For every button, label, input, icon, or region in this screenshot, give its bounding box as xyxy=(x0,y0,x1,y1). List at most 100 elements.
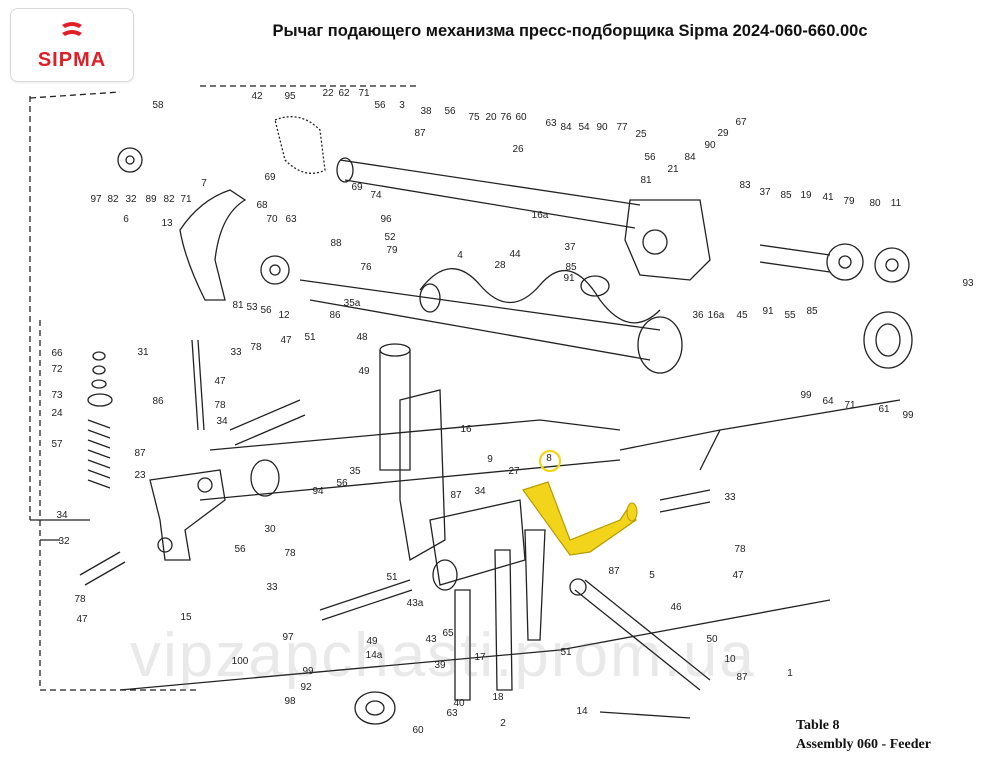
part-label: 15 xyxy=(180,612,192,623)
part-label: 84 xyxy=(560,122,572,133)
part-label: 82 xyxy=(163,194,175,205)
part-label: 34 xyxy=(474,486,486,497)
part-label: 75 xyxy=(468,112,480,123)
part-label: 56 xyxy=(260,305,272,316)
part-label: 52 xyxy=(384,232,396,243)
part-label: 8 xyxy=(546,453,552,464)
sipma-logo-text: SIPMA xyxy=(37,49,107,71)
part-label: 6 xyxy=(123,214,129,225)
part-label: 88 xyxy=(330,238,342,249)
part-label: 92 xyxy=(300,682,312,693)
part-label: 16a xyxy=(708,310,725,321)
part-label: 77 xyxy=(616,122,628,133)
table-number: Table 8 xyxy=(796,718,840,733)
part-label: 51 xyxy=(304,332,316,343)
part-label: 95 xyxy=(284,91,296,102)
part-label: 87 xyxy=(450,490,462,501)
part-label: 47 xyxy=(732,570,744,581)
part-label: 86 xyxy=(152,396,164,407)
part-label: 87 xyxy=(736,672,748,683)
part-label: 12 xyxy=(278,310,290,321)
part-label: 85 xyxy=(565,262,577,273)
part-label: 30 xyxy=(264,524,276,535)
part-label: 19 xyxy=(800,190,812,201)
part-label: 13 xyxy=(161,218,173,229)
part-label: 24 xyxy=(51,408,63,419)
part-label: 35a xyxy=(344,298,361,309)
part-label: 25 xyxy=(635,129,647,140)
part-label: 66 xyxy=(51,348,63,359)
part-label: 38 xyxy=(420,106,432,117)
part-label: 23 xyxy=(134,470,146,481)
assembly-name: Assembly 060 - Feeder xyxy=(796,737,931,752)
part-label: 84 xyxy=(684,152,696,163)
part-label: 81 xyxy=(640,175,652,186)
part-label: 79 xyxy=(843,196,855,207)
part-label: 69 xyxy=(351,182,363,193)
part-label: 1 xyxy=(787,668,793,679)
part-label: 43 xyxy=(425,634,437,645)
part-label: 28 xyxy=(494,260,506,271)
part-label: 99 xyxy=(800,390,812,401)
part-label: 67 xyxy=(735,117,747,128)
part-label: 87 xyxy=(134,448,146,459)
part-label: 16a xyxy=(532,210,549,221)
part-label: 72 xyxy=(51,364,63,375)
part-label: 81 xyxy=(232,300,244,311)
part-label: 63 xyxy=(446,708,458,719)
part-label: 42 xyxy=(251,91,263,102)
watermark: vipzapchasti.prom.ua xyxy=(130,621,756,690)
part-label: 44 xyxy=(509,249,521,260)
part-label: 45 xyxy=(736,310,748,321)
highlighted-part-8[interactable] xyxy=(522,449,638,556)
part-label: 71 xyxy=(358,88,370,99)
part-label: 56 xyxy=(336,478,348,489)
part-label: 47 xyxy=(280,335,292,346)
part-label: 37 xyxy=(759,187,771,198)
part-label: 49 xyxy=(358,366,370,377)
part-label: 26 xyxy=(512,144,524,155)
part-label: 63 xyxy=(545,118,557,129)
part-label: 85 xyxy=(780,190,792,201)
part-label: 2 xyxy=(500,718,506,729)
part-label: 60 xyxy=(412,725,424,736)
part-label: 18 xyxy=(492,692,504,703)
part-label: 79 xyxy=(386,245,398,256)
part-label: 55 xyxy=(784,310,796,321)
part-label: 22 xyxy=(322,88,334,99)
part-label: 96 xyxy=(380,214,392,225)
part-label: 71 xyxy=(844,400,856,411)
part-label: 76 xyxy=(360,262,372,273)
part-label: 39 xyxy=(434,660,446,671)
part-label: 16 xyxy=(460,424,472,435)
part-label: 40 xyxy=(453,698,465,709)
part-label: 36 xyxy=(692,310,704,321)
part-label: 90 xyxy=(704,140,716,151)
part-label: 50 xyxy=(706,634,718,645)
part-label: 89 xyxy=(145,194,157,205)
part-label: 74 xyxy=(370,190,382,201)
part-label: 80 xyxy=(869,198,881,209)
part-label: 29 xyxy=(717,128,729,139)
part-label: 4 xyxy=(457,250,463,261)
highlight-ring xyxy=(538,449,562,473)
part-label: 71 xyxy=(180,194,192,205)
part-label: 14a xyxy=(366,650,383,661)
part-label: 11 xyxy=(891,198,902,209)
part-label: 9 xyxy=(487,454,493,465)
part-label: 78 xyxy=(250,342,262,353)
part-label: 78 xyxy=(74,594,86,605)
part-label: 99 xyxy=(902,410,914,421)
part-label: 78 xyxy=(214,400,226,411)
part-label: 73 xyxy=(51,390,63,401)
part-label: 56 xyxy=(374,100,386,111)
part-label: 3 xyxy=(399,100,405,111)
part-label: 41 xyxy=(822,192,834,203)
part-label: 5 xyxy=(649,570,655,581)
part-label: 56 xyxy=(644,152,656,163)
part-label: 34 xyxy=(56,510,68,521)
part-label: 97 xyxy=(282,632,294,643)
part-label: 34 xyxy=(216,416,228,427)
